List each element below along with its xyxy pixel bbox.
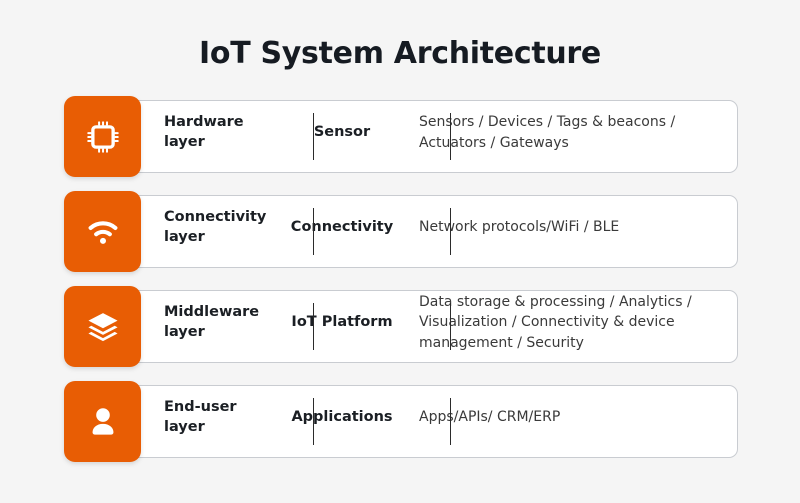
layer-name: End-user layer	[164, 398, 237, 435]
layer-description: Apps/APIs/ CRM/ERP	[419, 409, 561, 426]
layer-card	[103, 195, 738, 268]
layer-row-hardware: Hardware layer Sensor Sensors / Devices …	[64, 96, 738, 177]
column-divider-2	[450, 113, 451, 160]
layer-card	[103, 100, 738, 173]
layer-row-middleware: Middleware layer IoT Platform Data stora…	[64, 286, 738, 367]
layer-name: Connectivity layer	[164, 208, 267, 245]
layer-row-end-user: End-user layer Applications Apps/APIs/ C…	[64, 381, 738, 462]
wifi-icon	[84, 213, 122, 251]
column-divider-1	[313, 398, 314, 445]
column-divider-1	[313, 208, 314, 255]
layer-icon-tile-hardware	[64, 96, 141, 177]
layer-card	[103, 290, 738, 363]
layer-description: Sensors / Devices / Tags & beacons / Act…	[419, 114, 676, 151]
layer-list: Hardware layer Sensor Sensors / Devices …	[64, 96, 738, 476]
layer-icon-tile-middleware	[64, 286, 141, 367]
layer-component: Applications	[291, 408, 393, 425]
layer-name: Hardware layer	[164, 113, 244, 150]
chip-icon	[84, 118, 122, 156]
layer-description: Network protocols/WiFi / BLE	[419, 219, 620, 236]
layer-description: Data storage & processing / Analytics / …	[419, 294, 692, 351]
column-divider-2	[450, 398, 451, 445]
layer-icon-tile-end-user	[64, 381, 141, 462]
layer-component: Sensor	[313, 123, 371, 140]
layer-icon-tile-connectivity	[64, 191, 141, 272]
layer-component: Connectivity	[290, 218, 394, 235]
user-icon	[84, 403, 122, 441]
column-divider-2	[450, 208, 451, 255]
column-divider-2	[450, 303, 451, 350]
layers-icon	[84, 308, 122, 346]
layer-component: IoT Platform	[291, 313, 393, 330]
layer-card	[103, 385, 738, 458]
layer-name: Middleware layer	[164, 303, 260, 340]
layer-row-connectivity: Connectivity layer Connectivity Network …	[64, 191, 738, 272]
column-divider-1	[313, 303, 314, 350]
column-divider-1	[313, 113, 314, 160]
page-title: IoT System Architecture	[199, 36, 601, 71]
